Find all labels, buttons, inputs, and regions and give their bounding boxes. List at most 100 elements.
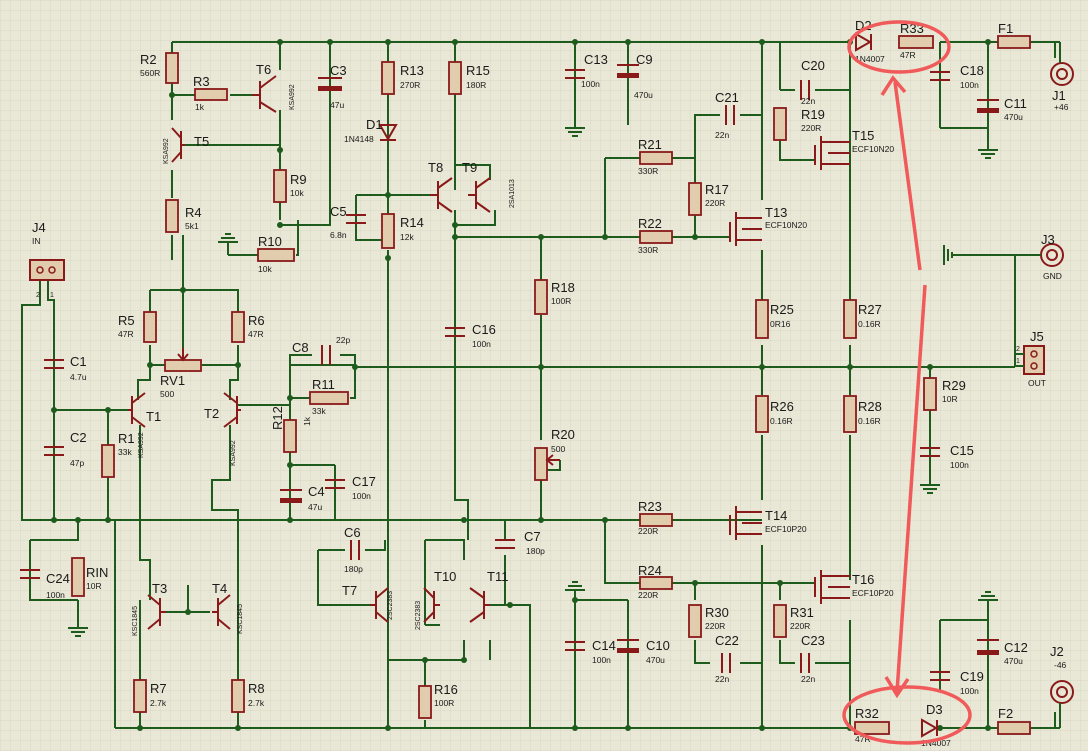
capacitor-C14[interactable]: C14 100n — [565, 638, 616, 665]
capacitor-C7[interactable]: C7 180p — [495, 529, 545, 556]
capacitor-C12[interactable]: C12 470u — [977, 639, 1028, 666]
svg-text:RV1: RV1 — [160, 373, 185, 388]
resistor-R18[interactable]: R18 100R — [534, 279, 575, 315]
transistor-T10[interactable]: T10 2SC2383 — [415, 569, 456, 630]
resistor-R25[interactable]: R25 0R16 — [755, 299, 794, 339]
resistor-R33[interactable]: R33 47R — [898, 21, 934, 60]
svg-text:470u: 470u — [634, 90, 653, 100]
transistor-T14[interactable]: T14 ECF10P20 — [729, 506, 807, 540]
capacitor-C2[interactable]: C2 47p — [44, 430, 87, 468]
capacitor-C17[interactable]: C17 100n — [325, 474, 376, 501]
capacitor-C10[interactable]: C10 470u — [617, 638, 670, 665]
diode-D3[interactable]: D3 1N4007 — [921, 702, 951, 748]
svg-text:33k: 33k — [118, 447, 132, 457]
capacitor-C6[interactable]: C6 180p — [344, 525, 363, 574]
resistor-RIN[interactable]: RIN 10R — [71, 557, 108, 597]
connector-J3[interactable]: J3 GND — [1015, 232, 1064, 281]
svg-text:R30: R30 — [705, 605, 729, 620]
svg-text:270R: 270R — [400, 80, 420, 90]
transistor-T6[interactable]: T6 KSA992 — [252, 62, 296, 113]
svg-text:C22: C22 — [715, 633, 739, 648]
svg-text:C13: C13 — [584, 52, 608, 67]
resistor-R1[interactable]: R1 33k — [101, 431, 135, 478]
resistor-R32[interactable]: R32 47R — [854, 706, 890, 744]
transistor-T2[interactable]: T2 KSA992 — [204, 392, 241, 466]
svg-text:R20: R20 — [551, 427, 575, 442]
potentiometer-RV1[interactable]: RV1 500 — [160, 348, 202, 399]
resistor-R26[interactable]: R26 0.16R — [755, 395, 794, 433]
resistor-R30[interactable]: R30 220R — [688, 604, 729, 638]
resistor-R3[interactable]: R3 1k — [193, 74, 228, 112]
svg-text:22n: 22n — [715, 674, 729, 684]
transistor-T5[interactable]: T5 KSA992 — [163, 127, 209, 164]
capacitor-C5[interactable]: C5 6.8n — [330, 204, 366, 240]
resistor-R15[interactable]: R15 180R — [448, 61, 490, 95]
connector-J5[interactable]: J5 OUT 2 1 — [1015, 329, 1046, 388]
svg-text:T16: T16 — [852, 572, 874, 587]
transistor-T3[interactable]: T3 KSC1845 — [132, 581, 167, 636]
svg-text:ECF10N20: ECF10N20 — [852, 144, 894, 154]
transistor-T8[interactable]: T8 — [428, 160, 453, 213]
resistor-R4[interactable]: R4 5k1 — [165, 199, 202, 233]
resistor-R5[interactable]: R5 47R — [118, 311, 157, 343]
resistor-R14[interactable]: R14 12k — [381, 213, 424, 249]
capacitor-C18[interactable]: C18 100n — [930, 63, 984, 90]
diode-D1[interactable]: D1 1N4148 — [344, 117, 398, 144]
capacitor-C15[interactable]: C15 100n — [920, 443, 974, 470]
transistor-T7[interactable]: T7 2SC2383 — [342, 583, 394, 623]
capacitor-C9[interactable]: C9 470u — [617, 52, 653, 100]
capacitor-C1[interactable]: C1 4.7u — [44, 354, 87, 382]
capacitor-C4[interactable]: C4 47u — [280, 484, 325, 512]
capacitor-C3[interactable]: C3 47u — [318, 63, 347, 110]
resistor-R8[interactable]: R8 2.7k — [231, 679, 265, 713]
resistor-R19[interactable]: R19 220R — [773, 107, 825, 141]
resistor-R29[interactable]: R29 10R — [923, 377, 966, 411]
capacitor-C16[interactable]: C16 100n — [445, 322, 496, 349]
transistor-T4[interactable]: T4 KSC1845 — [212, 581, 244, 634]
svg-text:100R: 100R — [551, 296, 571, 306]
capacitor-C19[interactable]: C19 100n — [930, 669, 984, 696]
transistor-T11[interactable]: T11 — [469, 569, 508, 623]
capacitor-C24[interactable]: C24 100n — [20, 569, 70, 600]
transistor-T16[interactable]: T16 ECF10P20 — [814, 570, 894, 604]
resistor-R6[interactable]: R6 47R — [231, 311, 265, 343]
connector-J4[interactable]: J4 IN 2 1 — [29, 220, 65, 299]
highlight-arrow-icon — [884, 284, 927, 699]
resistor-R24[interactable]: R24 220R — [638, 563, 673, 600]
resistor-R23[interactable]: R23 220R — [638, 499, 673, 536]
transistor-T1[interactable]: T1 KSA992 — [128, 392, 161, 458]
resistor-R10[interactable]: R10 10k — [257, 234, 295, 274]
resistor-R31[interactable]: R31 220R — [773, 604, 814, 638]
resistor-R2[interactable]: R2 560R — [140, 52, 179, 84]
resistor-R28[interactable]: R28 0.16R — [843, 395, 882, 433]
resistor-R22[interactable]: R22 330R — [638, 216, 673, 255]
resistor-R21[interactable]: R21 330R — [638, 137, 673, 176]
capacitor-C22[interactable]: C22 22n — [715, 633, 739, 684]
fuse-F1[interactable]: F1 — [997, 21, 1031, 49]
resistor-R13[interactable]: R13 270R — [381, 61, 424, 95]
resistor-R17[interactable]: R17 220R — [688, 182, 729, 216]
transistor-T9[interactable]: T9 2SA1013 — [462, 160, 516, 213]
capacitor-C21[interactable]: C21 22n — [715, 90, 739, 140]
resistor-R9[interactable]: R9 10k — [273, 169, 307, 203]
capacitor-C20[interactable]: C20 22n — [800, 58, 825, 106]
transistor-T13[interactable]: T13 ECF10N20 — [729, 205, 807, 246]
svg-text:C12: C12 — [1004, 640, 1028, 655]
capacitor-C8[interactable]: C8 22p — [292, 335, 350, 365]
transistor-T15[interactable]: T15 ECF10N20 — [814, 128, 894, 170]
connector-J1[interactable]: J1 +46 — [1050, 42, 1074, 112]
capacitor-C13[interactable]: C13 100n — [565, 52, 608, 89]
resistor-R12[interactable]: R12 1k — [270, 406, 312, 453]
capacitor-C23[interactable]: C23 22n — [800, 633, 825, 684]
resistor-R7[interactable]: R7 2.7k — [133, 679, 167, 713]
resistor-R27[interactable]: R27 0.16R — [843, 299, 882, 339]
capacitor-C11[interactable]: C11 470u — [977, 96, 1027, 122]
resistor-R16[interactable]: R16 100R — [418, 682, 458, 719]
potentiometer-R20[interactable]: R20 500 — [534, 427, 575, 481]
svg-text:1: 1 — [50, 292, 54, 299]
resistor-R11[interactable]: R11 33k — [309, 377, 349, 416]
fuse-F2[interactable]: F2 — [997, 706, 1031, 735]
connector-J2[interactable]: J2 -46 — [1050, 644, 1074, 728]
svg-text:C16: C16 — [472, 322, 496, 337]
svg-text:T9: T9 — [462, 160, 477, 175]
